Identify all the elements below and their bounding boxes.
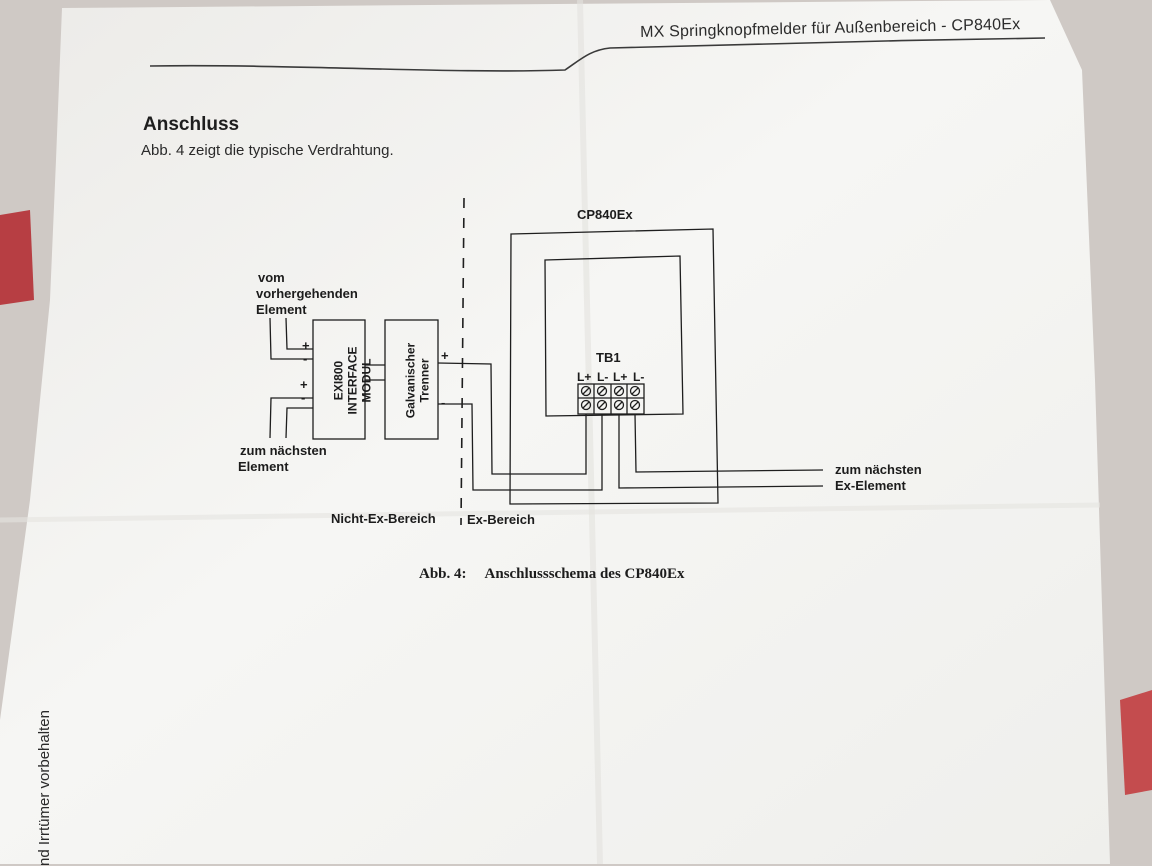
isolator-label-2: Trenner: [417, 358, 432, 403]
terminal-label: L-: [597, 370, 609, 384]
to-next-left-line-2: Element: [238, 459, 289, 474]
figure-caption: Abb. 4: Anschlussschema des CP840Ex: [419, 566, 685, 583]
to-next-left-line-1: zum nächsten: [240, 443, 327, 458]
plus-sign: +: [300, 377, 308, 392]
plus-sign: +: [302, 338, 310, 353]
figure-number: Abb. 4:: [419, 566, 467, 582]
device-label: CP840Ex: [577, 207, 633, 222]
terminal-label: L+: [577, 370, 592, 384]
module-label-2: INTERFACE: [345, 346, 360, 415]
terminal-block-label: TB1: [596, 350, 621, 365]
device-housing-inner: [544, 255, 684, 417]
section-heading: Anschluss: [143, 114, 240, 135]
from-prev-line-3: Element: [256, 302, 307, 317]
from-prev-line-2: vorhergehenden: [256, 286, 358, 301]
module-label-3: MODUL: [359, 358, 374, 403]
wire-minus: [438, 403, 603, 491]
section-intro: Abb. 4 zeigt die typische Verdrahtung.: [141, 142, 394, 159]
margin-note: nd Irrtümer vorbehalten: [36, 710, 53, 866]
module-label-1: EXI800: [331, 360, 346, 401]
to-next-right-line-1: zum nächsten: [835, 462, 922, 477]
plus-sign: +: [441, 348, 449, 363]
terminal-label: L+: [613, 370, 628, 384]
wire-next-minus: [634, 413, 824, 473]
zone-separator: [460, 197, 465, 526]
wire-plus: [437, 362, 587, 475]
to-next-right-line-2: Ex-Element: [835, 478, 906, 493]
isolator-label-1: Galvanischer: [403, 342, 418, 419]
wire-next-plus: [618, 414, 824, 489]
terminal-label: L-: [633, 370, 645, 384]
from-prev-line-1: vom: [258, 270, 285, 285]
zone-ex-label: Ex-Bereich: [467, 512, 535, 527]
minus-sign: -: [301, 390, 306, 405]
minus-sign: -: [303, 351, 308, 366]
device-housing-outer: [509, 228, 719, 505]
zone-non-ex-label: Nicht-Ex-Bereich: [331, 511, 436, 526]
figure-caption-text: Anschlussschema des CP840Ex: [484, 566, 685, 582]
minus-sign: -: [441, 395, 446, 410]
